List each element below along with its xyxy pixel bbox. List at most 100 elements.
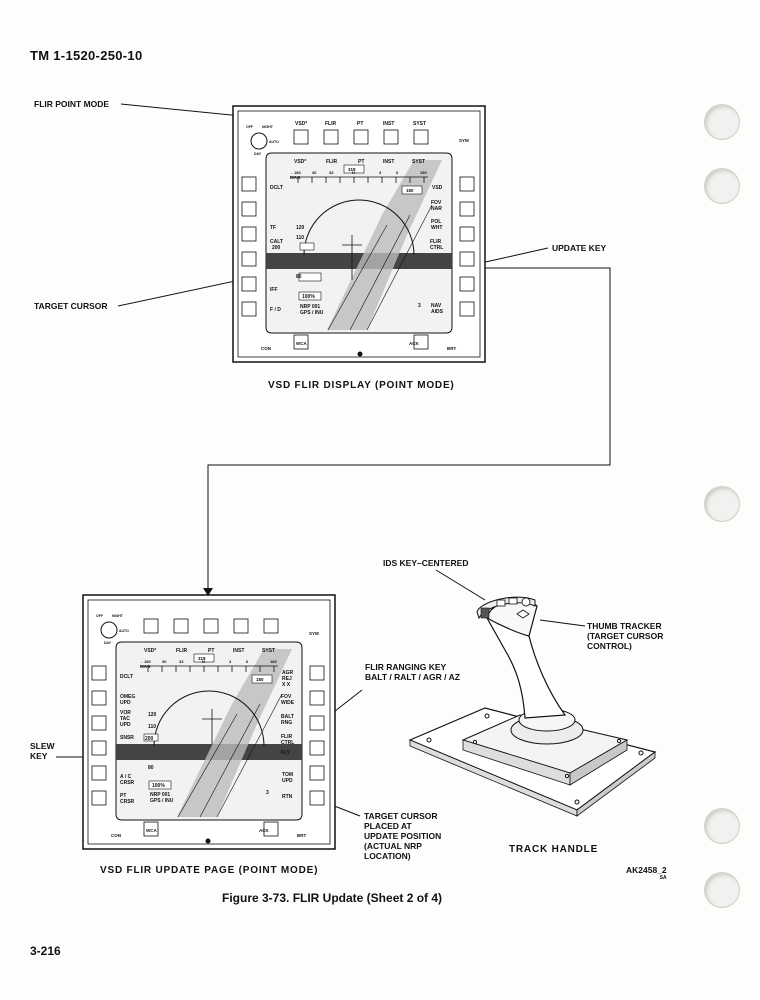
binder-hole [704, 104, 740, 140]
page-number: 3-216 [30, 944, 61, 958]
left-option: TAC [120, 716, 130, 722]
right-option: AGR [282, 670, 294, 676]
left-option: TF [270, 225, 276, 231]
heading-tick-label: 3 [379, 170, 382, 175]
screen-tab: SYST [412, 159, 425, 165]
screen-tab: PT [358, 159, 364, 165]
heading-tick-label: N [352, 170, 355, 175]
left-option: OMEG [120, 694, 135, 700]
knob-label: DAY [104, 641, 112, 645]
display-top-tab: VSD* [295, 121, 307, 127]
bottom-display-caption: VSD FLIR UPDATE PAGE (POINT MODE) [100, 865, 319, 876]
heading-tick-label: 180 [420, 170, 427, 175]
scale-value: 80 [296, 274, 302, 280]
knob-label: OFF [246, 125, 254, 129]
knob-label: NIGHT [112, 614, 124, 618]
right-option: CTRL [430, 245, 443, 251]
left-option: A / C [120, 774, 132, 780]
right-option: FOV [281, 694, 292, 700]
right-option: RTN [282, 794, 293, 800]
flir-ranging-key-label: FLIR RANGING KEY BALT / RALT / AGR / AZ [365, 662, 460, 682]
left-option: DCLT [270, 185, 283, 191]
right-option: FLIR [430, 239, 441, 245]
ack-key: ACK [409, 341, 419, 346]
wca-key: WCA [146, 828, 157, 833]
right-option: UPD [282, 778, 293, 784]
slew-key-label: SLEW KEY [30, 741, 55, 761]
left-option: SNSR [120, 735, 134, 741]
right-option: WIDE [281, 700, 295, 706]
target-cursor-label: TARGET CURSOR [34, 301, 108, 311]
screen-tab: SYST [262, 648, 275, 654]
percent-readout: 100% [302, 294, 315, 300]
readout-box: 180 [256, 677, 264, 682]
nav-source: GPS / INU [150, 798, 174, 804]
right-option: RNG [281, 720, 292, 726]
left-option: UPD [120, 700, 131, 706]
scale-value: 110 [296, 235, 304, 241]
right-option: FLY [281, 750, 291, 756]
screen-tab: VSD* [144, 648, 156, 654]
heading-tick-label: 30 [312, 170, 317, 175]
heading-tick-label: ←180 [140, 659, 151, 664]
percent-readout: 100% [152, 783, 165, 789]
heading-tick-label: 33 [329, 170, 334, 175]
left-option: IFF [270, 287, 278, 293]
screen-tab: INST [383, 159, 394, 165]
heading-tick-label: N [202, 659, 205, 664]
heading-tick-label: 3 [229, 659, 232, 664]
vsd-flir-update-display-bottom: OFF NIGHT AUTO DAY SYM VSD* FLIR PT INST… [82, 594, 336, 855]
right-option: VSD [432, 185, 443, 191]
heading-tick-label: 6 [396, 170, 399, 175]
nrp-readout: NRP 001 [300, 304, 320, 310]
right-option: X X [282, 682, 291, 688]
sym-key: SYM [309, 631, 319, 636]
left-option: CRSR [120, 780, 135, 786]
display-top-tab: PT [357, 121, 363, 127]
mag-label: MAG [290, 175, 301, 180]
wca-key: WCA [296, 341, 307, 346]
display-top-tab: FLIR [325, 121, 336, 127]
binder-hole [704, 168, 740, 204]
heading-readout: 318 [198, 656, 206, 661]
heading-tick-label: ←180 [290, 170, 301, 175]
left-option: UPD [120, 722, 131, 728]
right-option: FLIR [281, 734, 292, 740]
screen-tab: FLIR [326, 159, 337, 165]
binder-hole [704, 808, 740, 844]
right-option: REJ [282, 676, 292, 682]
track-handle-illustration [408, 596, 657, 817]
readout-box: 180 [406, 188, 414, 193]
left-option: F / D [270, 307, 281, 313]
knob-label: AUTO [119, 629, 129, 633]
binder-hole [704, 486, 740, 522]
range-readout: 3 [266, 790, 269, 796]
display-top-tab: INST [383, 121, 394, 127]
knob-label: OFF [96, 614, 104, 618]
nav-source: GPS / INU [300, 310, 324, 316]
scale-value: 80 [148, 765, 154, 771]
scale-value: 200 [272, 245, 281, 251]
left-option: PT [120, 793, 126, 799]
right-option: AIDS [431, 309, 444, 315]
con-key: CON [111, 833, 121, 838]
right-option: FOV [431, 200, 442, 206]
brt-key: BRT [447, 346, 456, 351]
left-option: DCLT [120, 674, 133, 680]
right-option: BALT [281, 714, 294, 720]
sym-key: SYM [459, 138, 469, 143]
knob-label: DAY [254, 152, 262, 156]
ids-key-centered-label: IDS KEY–CENTERED [383, 558, 469, 568]
flir-point-mode-label: FLIR POINT MODE [34, 99, 110, 109]
scale-value: 120 [296, 225, 305, 231]
mfd-bezel-top: VSD* FLIR PT INST SYST OFF NIGHT AUTO DA… [232, 105, 486, 363]
thumb-tracker-label: THUMB TRACKER (TARGET CURSOR CONTROL) [587, 621, 664, 651]
heading-readout: 318 [348, 167, 356, 172]
right-option: NAV [431, 303, 442, 309]
heading-tick-label: 33 [179, 659, 184, 664]
right-option: NAR [431, 206, 442, 212]
binder-hole [704, 872, 740, 908]
ack-key: ACK [259, 828, 269, 833]
nrp-readout: NRP 001 [150, 792, 170, 798]
display-top-tab: SYST [413, 121, 426, 127]
